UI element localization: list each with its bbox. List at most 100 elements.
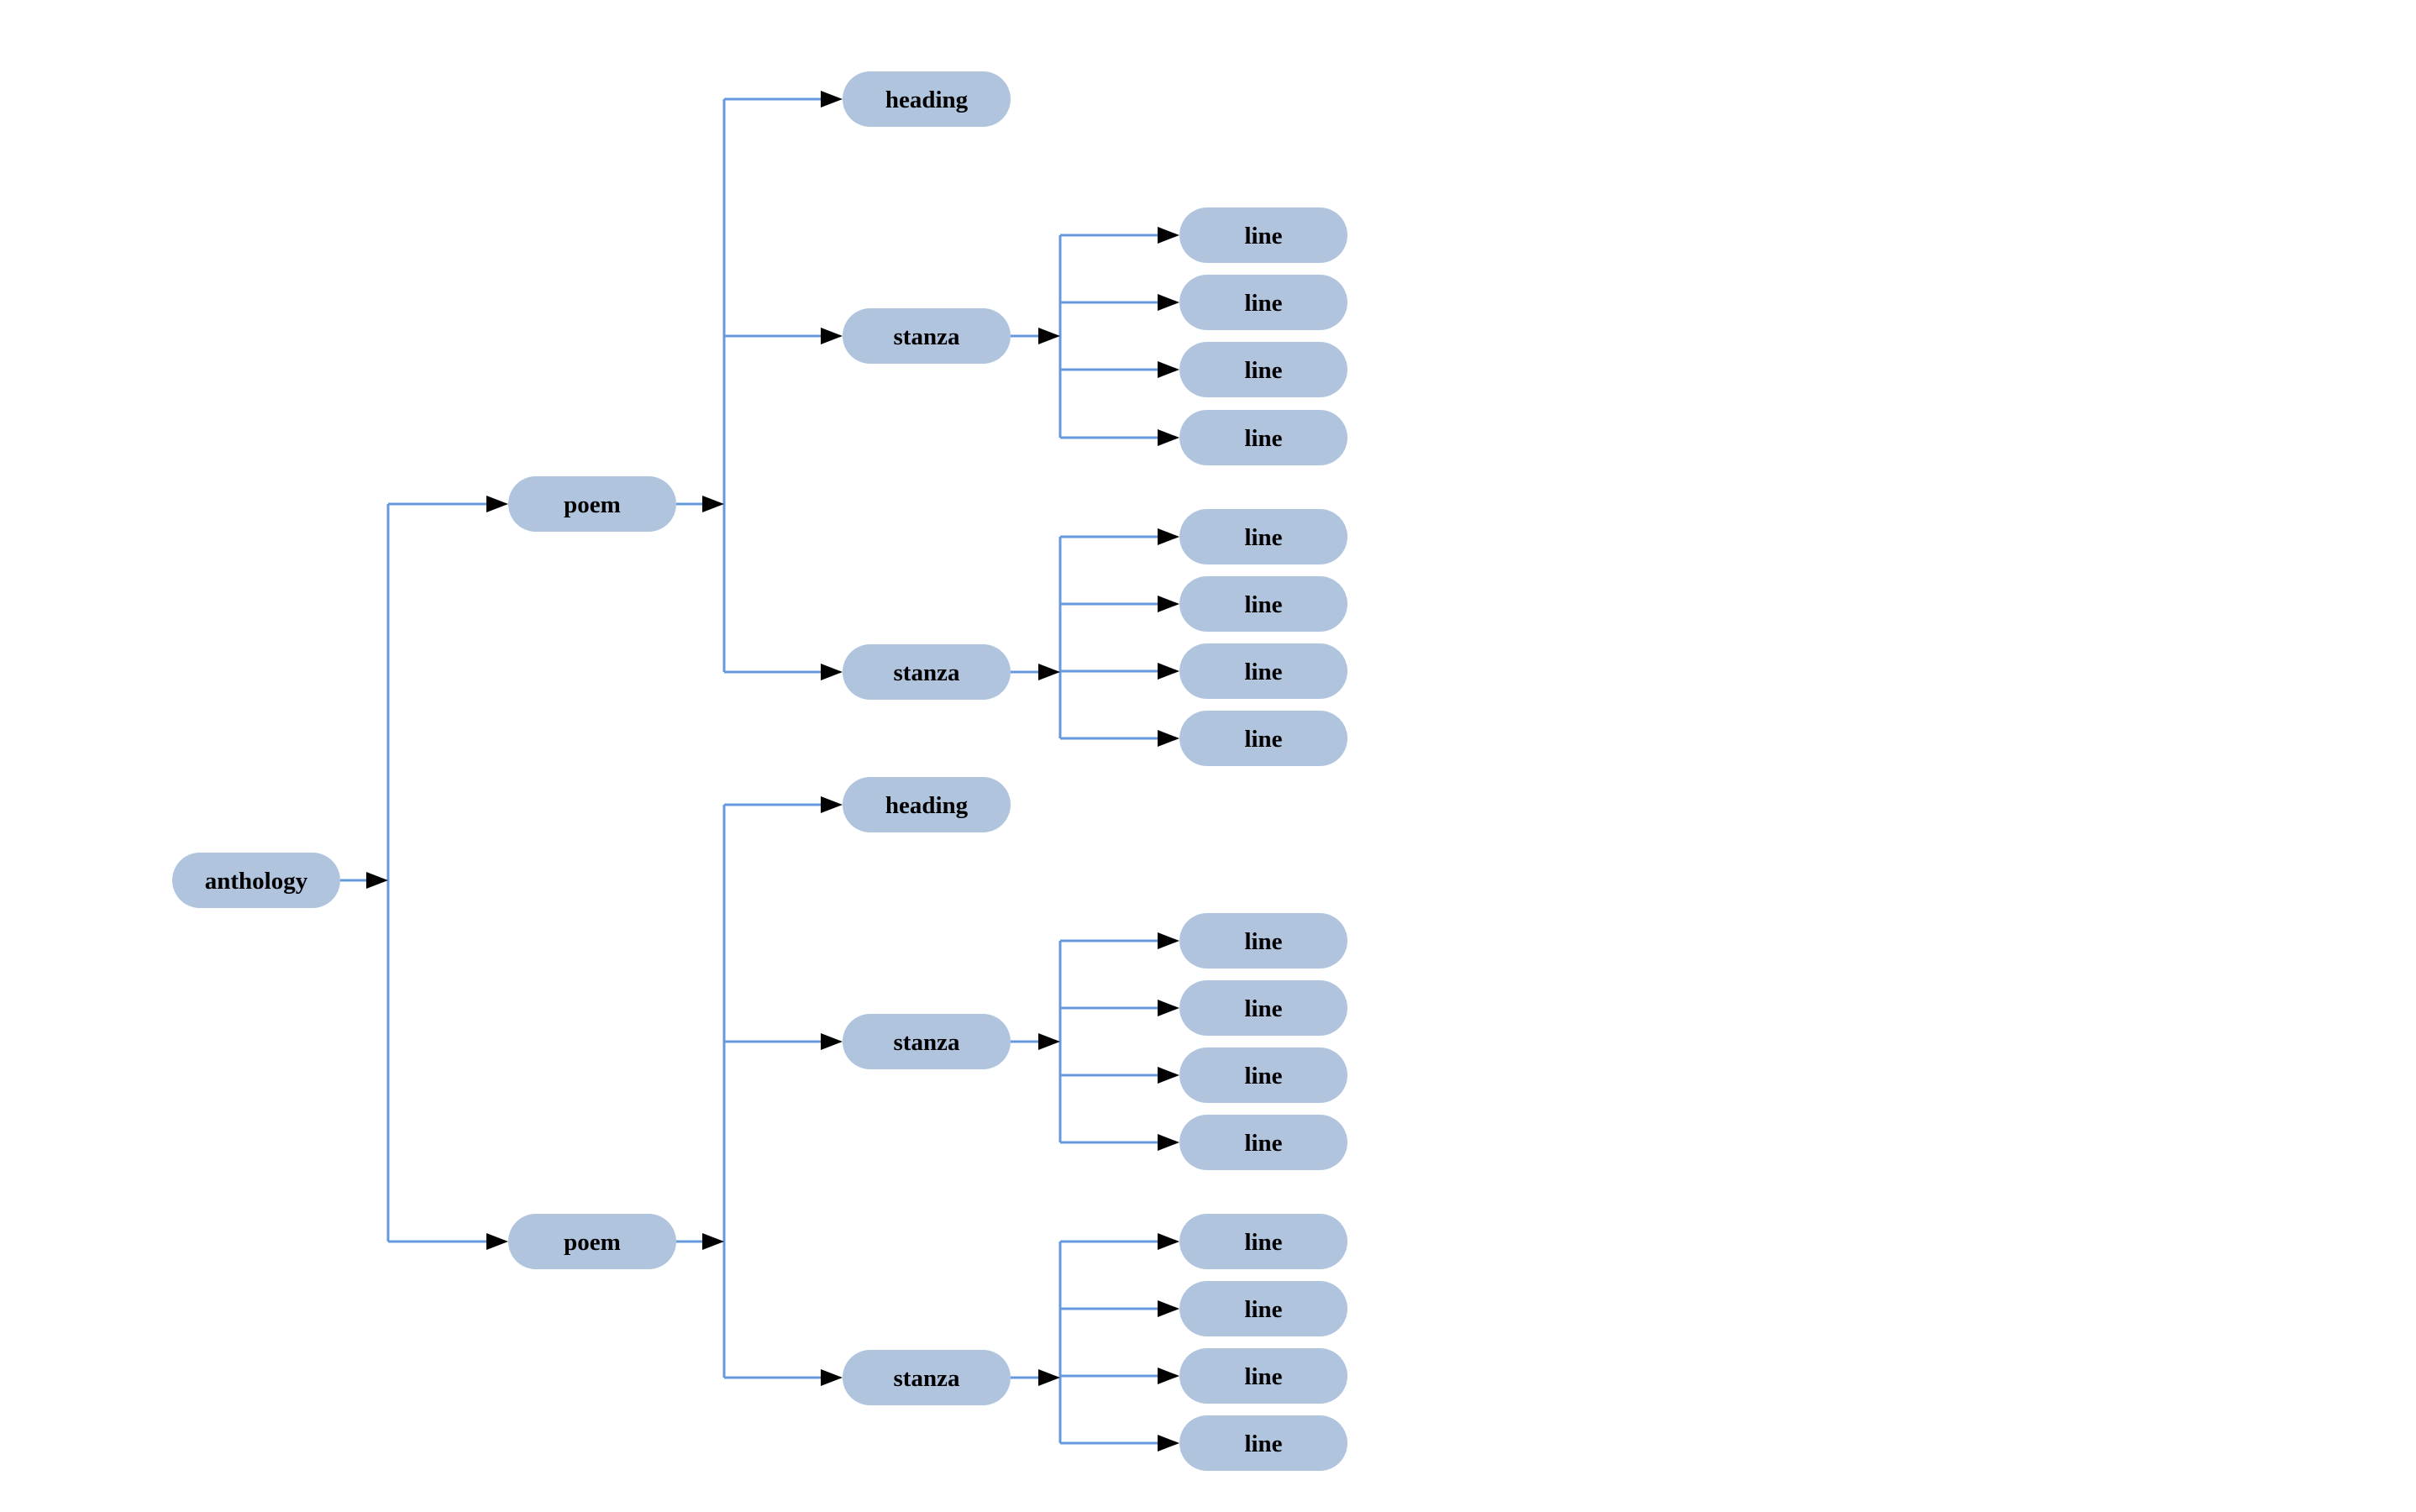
node-line-4-2-shape[interactable] <box>1179 1281 1347 1336</box>
edge-bus-to-heading-2[interactable] <box>724 796 843 813</box>
edge-bus-to-heading-2-arrowhead <box>821 796 843 813</box>
edge-bus-to-stanza-3[interactable] <box>724 1033 843 1050</box>
node-line-4-4[interactable]: line <box>1179 1415 1347 1471</box>
edge-bus-to-stanza-2[interactable] <box>724 664 843 680</box>
node-line-3-4-shape[interactable] <box>1179 1115 1347 1170</box>
node-line-4-1[interactable]: line <box>1179 1214 1347 1269</box>
node-line-1-4-shape[interactable] <box>1179 410 1347 465</box>
edge-poem-2-to-bus[interactable] <box>676 1233 724 1250</box>
edge-bus-to-poem-1[interactable] <box>388 496 508 512</box>
edge-bus-to-stanza-4[interactable] <box>724 1369 843 1386</box>
node-poem-2-shape[interactable] <box>508 1214 676 1269</box>
edge-bus-to-line-1-2[interactable] <box>1060 294 1179 311</box>
edge-stanza-1-to-bus[interactable] <box>1011 328 1060 344</box>
edge-anthology-to-bus[interactable] <box>340 872 388 889</box>
edge-bus-to-line-1-1[interactable] <box>1060 227 1179 244</box>
edge-bus-to-stanza-1[interactable] <box>724 328 843 344</box>
node-line-2-1-shape[interactable] <box>1179 509 1347 564</box>
node-line-2-3[interactable]: line <box>1179 643 1347 699</box>
edge-stanza-3-to-bus[interactable] <box>1011 1033 1060 1050</box>
node-line-2-4-shape[interactable] <box>1179 711 1347 766</box>
node-line-3-1[interactable]: line <box>1179 913 1347 969</box>
edge-bus-to-line-1-2-arrowhead <box>1158 294 1179 311</box>
node-line-3-4[interactable]: line <box>1179 1115 1347 1170</box>
edge-bus-to-line-3-4[interactable] <box>1060 1134 1179 1151</box>
node-anthology-shape[interactable] <box>172 853 340 908</box>
node-heading-2-shape[interactable] <box>843 777 1011 832</box>
node-line-1-2-shape[interactable] <box>1179 275 1347 330</box>
node-poem-1-shape[interactable] <box>508 476 676 532</box>
node-line-4-1-shape[interactable] <box>1179 1214 1347 1269</box>
node-anthology-label: anthology <box>205 868 308 895</box>
node-line-3-2-shape[interactable] <box>1179 980 1347 1036</box>
edge-bus-to-poem-2[interactable] <box>388 1233 508 1250</box>
node-line-4-4-label: line <box>1244 1431 1282 1457</box>
edge-bus-to-line-4-4-arrowhead <box>1158 1435 1179 1452</box>
node-line-2-4[interactable]: line <box>1179 711 1347 766</box>
node-line-2-2-label: line <box>1244 591 1282 618</box>
node-stanza-2-shape[interactable] <box>843 644 1011 700</box>
node-poem-1-label: poem <box>564 491 621 518</box>
node-poem-2[interactable]: poem <box>508 1214 676 1269</box>
edge-bus-to-line-3-3[interactable] <box>1060 1067 1179 1084</box>
node-line-1-2[interactable]: line <box>1179 275 1347 330</box>
edge-bus-to-line-3-1[interactable] <box>1060 932 1179 949</box>
node-stanza-3-shape[interactable] <box>843 1014 1011 1069</box>
edge-bus-to-line-2-3[interactable] <box>1060 663 1179 680</box>
node-line-2-1[interactable]: line <box>1179 509 1347 564</box>
edge-bus-to-line-2-1[interactable] <box>1060 528 1179 545</box>
node-stanza-2-label: stanza <box>894 659 960 686</box>
edge-poem-1-to-bus[interactable] <box>676 496 724 512</box>
edge-bus-to-line-2-2[interactable] <box>1060 596 1179 612</box>
node-line-3-3[interactable]: line <box>1179 1047 1347 1103</box>
node-line-3-2[interactable]: line <box>1179 980 1347 1036</box>
node-line-2-3-label: line <box>1244 659 1282 685</box>
edge-bus-to-line-4-1[interactable] <box>1060 1233 1179 1250</box>
edge-bus-to-line-1-3[interactable] <box>1060 361 1179 378</box>
edge-bus-to-line-4-3[interactable] <box>1060 1368 1179 1384</box>
node-heading-1-shape[interactable] <box>843 71 1011 127</box>
edge-bus-to-line-2-4[interactable] <box>1060 730 1179 747</box>
edge-bus-to-line-3-1-arrowhead <box>1158 932 1179 949</box>
node-line-4-3-label: line <box>1244 1363 1282 1390</box>
node-line-1-1-shape[interactable] <box>1179 207 1347 263</box>
edge-bus-to-line-4-2[interactable] <box>1060 1300 1179 1317</box>
edge-bus-to-line-3-2[interactable] <box>1060 1000 1179 1016</box>
node-line-4-3[interactable]: line <box>1179 1348 1347 1404</box>
node-stanza-1-shape[interactable] <box>843 308 1011 364</box>
node-stanza-3[interactable]: stanza <box>843 1014 1011 1069</box>
node-line-2-2-shape[interactable] <box>1179 576 1347 632</box>
node-line-4-4-shape[interactable] <box>1179 1415 1347 1471</box>
edge-stanza-2-to-bus[interactable] <box>1011 664 1060 680</box>
node-line-1-4[interactable]: line <box>1179 410 1347 465</box>
node-heading-1[interactable]: heading <box>843 71 1011 127</box>
edge-bus-to-line-2-2-arrowhead <box>1158 596 1179 612</box>
node-line-1-3-shape[interactable] <box>1179 342 1347 397</box>
node-line-1-1[interactable]: line <box>1179 207 1347 263</box>
node-layer: anthology poem poem heading stanza stanza head… <box>172 71 1347 1471</box>
node-line-1-3-label: line <box>1244 357 1282 384</box>
node-line-3-1-shape[interactable] <box>1179 913 1347 969</box>
node-stanza-1[interactable]: stanza <box>843 308 1011 364</box>
edge-poem-1-to-bus-arrowhead <box>702 496 724 512</box>
node-line-2-2[interactable]: line <box>1179 576 1347 632</box>
edge-bus-to-heading-1[interactable] <box>724 91 843 108</box>
node-line-1-3[interactable]: line <box>1179 342 1347 397</box>
node-line-3-3-shape[interactable] <box>1179 1047 1347 1103</box>
edge-poem-2-to-bus-arrowhead <box>702 1233 724 1250</box>
node-stanza-2[interactable]: stanza <box>843 644 1011 700</box>
edge-bus-to-line-4-4[interactable] <box>1060 1435 1179 1452</box>
node-stanza-4-shape[interactable] <box>843 1350 1011 1405</box>
edge-bus-to-line-1-4-arrowhead <box>1158 429 1179 446</box>
edge-stanza-4-to-bus[interactable] <box>1011 1369 1060 1386</box>
node-stanza-4[interactable]: stanza <box>843 1350 1011 1405</box>
edge-bus-to-line-3-2-arrowhead <box>1158 1000 1179 1016</box>
node-poem-1[interactable]: poem <box>508 476 676 532</box>
node-line-2-3-shape[interactable] <box>1179 643 1347 699</box>
node-line-4-2[interactable]: line <box>1179 1281 1347 1336</box>
node-heading-2[interactable]: heading <box>843 777 1011 832</box>
node-anthology[interactable]: anthology <box>172 853 340 908</box>
node-line-4-3-shape[interactable] <box>1179 1348 1347 1404</box>
edge-bus-to-line-1-4[interactable] <box>1060 429 1179 446</box>
